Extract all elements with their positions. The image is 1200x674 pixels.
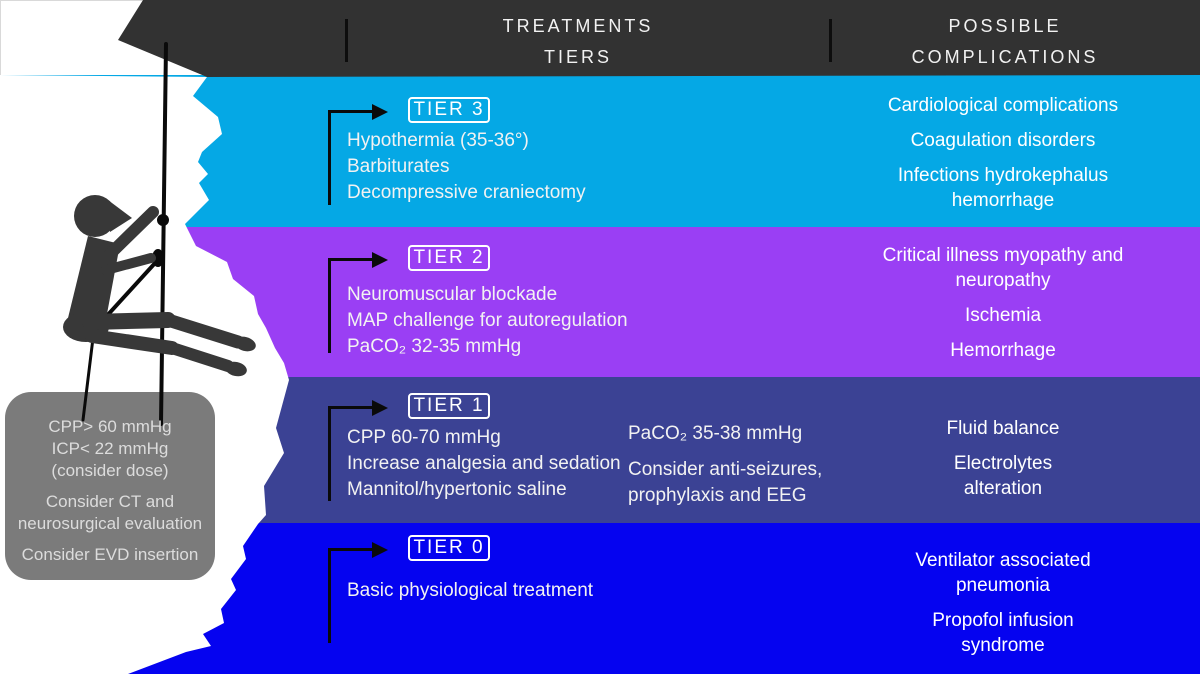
header-divider-left xyxy=(345,19,348,62)
tier3-complication: Coagulation disorders xyxy=(910,130,1096,151)
tier2-arrow-line-h xyxy=(328,258,374,261)
tier0-arrow-line xyxy=(328,548,331,643)
tier1-treatment-line: Consider anti-seizures, prophylaxis and … xyxy=(628,459,823,506)
rope-knot xyxy=(157,214,169,226)
tier1-treatment-line: PaCO₂ 35-38 mmHg xyxy=(628,423,803,444)
tier1-treatment-line: Increase analgesia and sedation xyxy=(347,453,621,474)
tier1-complications: Fluid balance Electrolytes alteration xyxy=(928,416,1078,511)
tier0-label-chip: TIER 0 xyxy=(408,535,490,561)
tier0-complication: Ventilator associated pneumonia xyxy=(915,550,1091,596)
tier3-treatments: Hypothermia (35-36°) Barbiturates Decomp… xyxy=(347,128,586,206)
header-complications-title: POSSIBLE COMPLICATIONS xyxy=(835,11,1175,73)
tier1-label-chip: TIER 1 xyxy=(408,393,490,419)
tier0-arrow-icon xyxy=(372,542,388,558)
header-complications-line1: POSSIBLE xyxy=(948,16,1062,36)
header-treatments-line2: TIERS xyxy=(543,47,612,67)
tier3-arrow-line-h xyxy=(328,110,374,113)
tier2-complication: Critical illness myopathy and neuropathy xyxy=(882,245,1124,291)
tier1-treatment-line: Mannitol/hypertonic saline xyxy=(347,479,567,500)
tier3-complication: Cardiological complications xyxy=(887,95,1119,116)
tier2-complications: Critical illness myopathy and neuropathy… xyxy=(878,243,1128,373)
tier0-complications: Ventilator associated pneumonia Propofol… xyxy=(888,548,1118,668)
tier2-treatments: Neuromuscular blockade MAP challenge for… xyxy=(347,282,628,360)
tier2-arrow-line xyxy=(328,258,331,353)
rappel-device xyxy=(152,249,164,267)
note-line: (consider dose) xyxy=(51,461,169,480)
tier1-treatment-line: CPP 60-70 mmHg xyxy=(347,427,501,448)
note-paragraph: Consider CT and neurosurgical evaluation xyxy=(17,492,203,533)
tier3-treatment-line: Hypothermia (35-36°) xyxy=(347,130,529,151)
tier1-complication: Fluid balance xyxy=(946,418,1060,439)
tier0-treatments: Basic physiological treatment xyxy=(347,578,593,604)
tier2-complication: Hemorrhage xyxy=(950,340,1056,361)
tier1-arrow-icon xyxy=(372,400,388,416)
note-box xyxy=(5,392,215,580)
tier2-label-chip: TIER 2 xyxy=(408,245,490,271)
tier0-arrow-line-h xyxy=(328,548,374,551)
tier3-treatment-line: Decompressive craniectomy xyxy=(347,182,586,203)
note-box-text: CPP> 60 mmHg ICP< 22 mmHg (consider dose… xyxy=(5,392,215,580)
header-complications-line2: COMPLICATIONS xyxy=(911,47,1099,67)
tier1-treatments: CPP 60-70 mmHg Increase analgesia and se… xyxy=(347,425,621,503)
tier2-arrow-icon xyxy=(372,252,388,268)
tier3-arrow-icon xyxy=(372,104,388,120)
tier1-treatments-col2: PaCO₂ 35-38 mmHg Consider anti-seizures,… xyxy=(628,421,846,509)
tier0-complication: Propofol infusion syndrome xyxy=(932,610,1074,656)
tier2-treatment-line: Neuromuscular blockade xyxy=(347,284,558,305)
note-line: CPP> 60 mmHg xyxy=(48,417,172,436)
tier2-complication: Ischemia xyxy=(964,305,1042,326)
header-treatments-title: TREATMENTS TIERS xyxy=(408,11,748,73)
note-line: ICP< 22 mmHg xyxy=(51,439,169,458)
tier3-arrow-line xyxy=(328,110,331,205)
header-divider-right xyxy=(829,19,832,62)
tier3-complication: Infections hydrokephalus hemorrhage xyxy=(897,165,1109,211)
tier2-treatment-line: MAP challenge for autoregulation xyxy=(347,310,628,331)
tier3-treatment-line: Barbiturates xyxy=(347,156,450,177)
header-band xyxy=(118,0,1200,77)
tier2-treatment-line: PaCO₂ 32-35 mmHg xyxy=(347,336,522,357)
tier1-arrow-line-h xyxy=(328,406,374,409)
tier3-label-chip: TIER 3 xyxy=(408,97,490,123)
tier1-complication: Electrolytes alteration xyxy=(953,453,1053,499)
climber-silhouette xyxy=(63,195,256,377)
tier1-arrow-line xyxy=(328,406,331,501)
header-treatments-line1: TREATMENTS xyxy=(502,16,654,36)
tier0-treatment-line: Basic physiological treatment xyxy=(347,580,594,601)
tier3-complications: Cardiological complications Coagulation … xyxy=(873,93,1133,223)
note-paragraph: Consider EVD insertion xyxy=(21,545,199,564)
